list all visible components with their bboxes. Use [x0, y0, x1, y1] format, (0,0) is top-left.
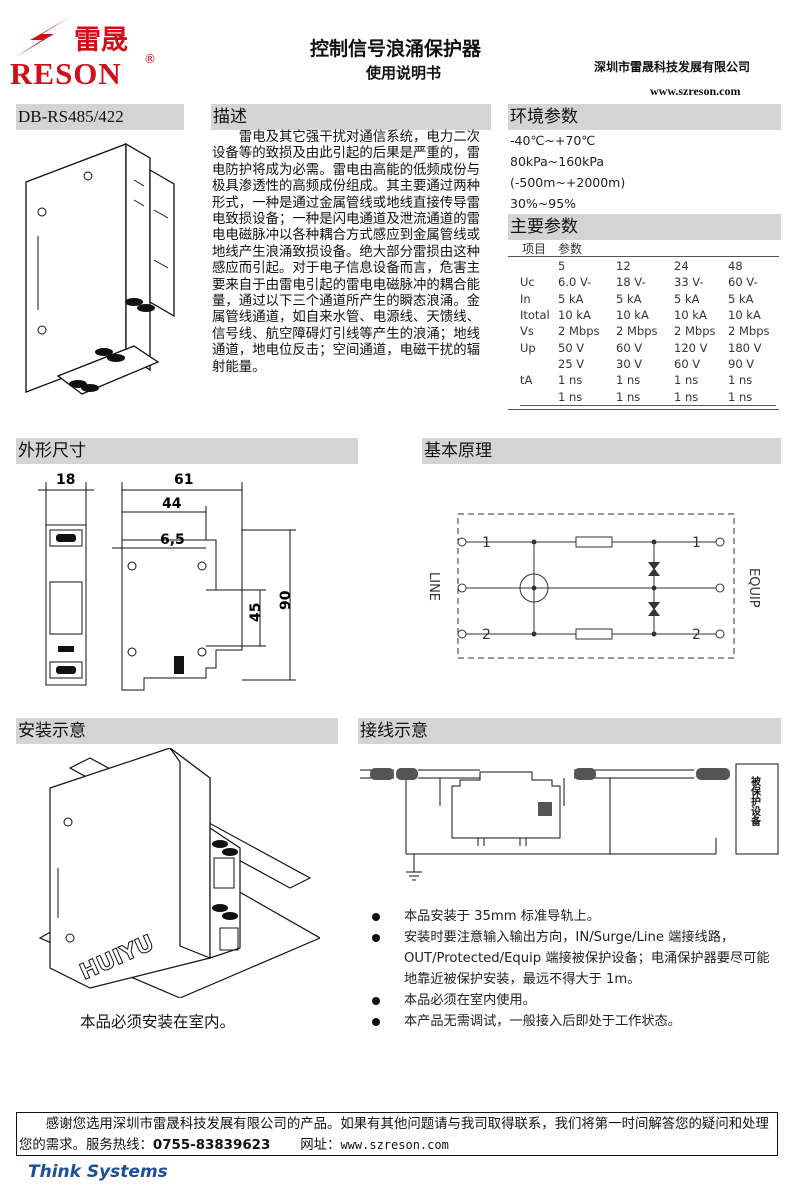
params-table-header: 项目 参数	[508, 240, 779, 257]
equip-label: EQUIP	[746, 568, 761, 608]
footer-hotline: 0755-83839623	[152, 1138, 271, 1153]
dim-6-5: 6,5	[160, 532, 185, 548]
model-header: DB-RS485/422	[16, 104, 184, 130]
dim-18: 18	[56, 472, 75, 488]
bullet-icon	[372, 934, 380, 942]
principle-schematic: 1 2 1 2 LINE EQUIP	[426, 513, 761, 659]
product-illustration	[25, 142, 175, 395]
dimension-drawing: 18 61 44 6,5 45 90	[38, 472, 296, 691]
list-item: 本产品无需调试，一般接入后即处于工作状态。	[360, 1011, 780, 1032]
footer-thanks: 感谢您选用深圳市雷晟科技发展有限公司的产品。如果有其他问题请与我司取得联系，我们…	[19, 1117, 769, 1153]
bullet-icon	[372, 913, 380, 921]
env-pressure: 80kPa~160kPa	[510, 154, 604, 169]
description-header: 描述	[211, 104, 491, 130]
environment-list: -40℃~+70℃ 80kPa~160kPa (-500m~+2000m) 30…	[510, 130, 770, 214]
params-table-bottom-rule	[508, 409, 779, 410]
brand-name-cn: 雷晟	[74, 25, 128, 56]
env-altitude: (-500m~+2000m)	[510, 175, 626, 190]
env-humidity: 30%~95%	[510, 196, 577, 211]
company-website: www.szreson.com	[650, 84, 741, 98]
main-params-header: 主要参数	[508, 214, 781, 240]
footer-website-label: 网址：	[300, 1138, 341, 1153]
env-temperature: -40℃~+70℃	[510, 133, 596, 148]
equip-pin-1: 1	[692, 535, 701, 551]
registered-mark: ®	[144, 52, 156, 66]
equip-pin-2: 2	[692, 627, 701, 643]
bullet-icon	[372, 1018, 380, 1026]
footer-website[interactable]: www.szreson.com	[340, 1138, 449, 1152]
page-title: 控制信号浪涌保护器	[310, 38, 482, 60]
description-text: 雷电及其它强干扰对通信系统，电力二次设备等的致损及由此引起的后果是严重的，雷电防…	[212, 130, 480, 375]
installation-illustration: HUIYU	[38, 748, 320, 998]
environment-header: 环境参数	[508, 104, 781, 130]
installation-notes: 本品安装于 35mm 标准导轨上。 安装时要注意输入输出方向，IN/Surge/…	[360, 906, 780, 1032]
brand-name-en: RESON	[10, 56, 122, 91]
tagline: Think Systems	[28, 1162, 168, 1182]
dim-90: 90	[278, 590, 294, 610]
wiring-header: 接线示意	[358, 718, 781, 744]
line-label: LINE	[426, 572, 441, 601]
list-item: 本品安装于 35mm 标准导轨上。	[360, 906, 780, 927]
dim-44: 44	[162, 496, 182, 512]
lightning-bolt-icon	[14, 16, 72, 58]
line-pin-1: 1	[482, 535, 491, 551]
protected-device-label: 被保护设备	[749, 775, 762, 827]
wiring-diagram: 被保护设备	[360, 763, 779, 881]
installation-caption: 本品必须安装在室内。	[80, 1013, 236, 1031]
list-item: 安装时要注意输入输出方向，IN/Surge/Line 端接线路，OUT/Prot…	[360, 927, 780, 990]
line-pin-2: 2	[482, 627, 491, 643]
list-item: 本品必须在室内使用。	[360, 990, 780, 1011]
brand-logo: 雷晟 RESON ®	[8, 12, 158, 94]
principle-header: 基本原理	[422, 438, 781, 464]
footer-box: 感谢您选用深圳市雷晟科技发展有限公司的产品。如果有其他问题请与我司取得联系，我们…	[16, 1112, 778, 1156]
page-subtitle: 使用说明书	[366, 64, 442, 82]
params-col-value: 参数	[558, 242, 583, 256]
company-name: 深圳市雷晟科技发展有限公司	[594, 60, 751, 74]
dimensions-header: 外形尺寸	[16, 438, 358, 464]
footer-text: 感谢您选用深圳市雷晟科技发展有限公司的产品。如果有其他问题请与我司取得联系，我们…	[19, 1115, 775, 1156]
dim-61: 61	[174, 472, 193, 488]
bullet-icon	[372, 997, 380, 1005]
dim-45: 45	[248, 603, 264, 622]
params-col-item: 项目	[522, 242, 547, 256]
installation-header: 安装示意	[16, 718, 338, 744]
